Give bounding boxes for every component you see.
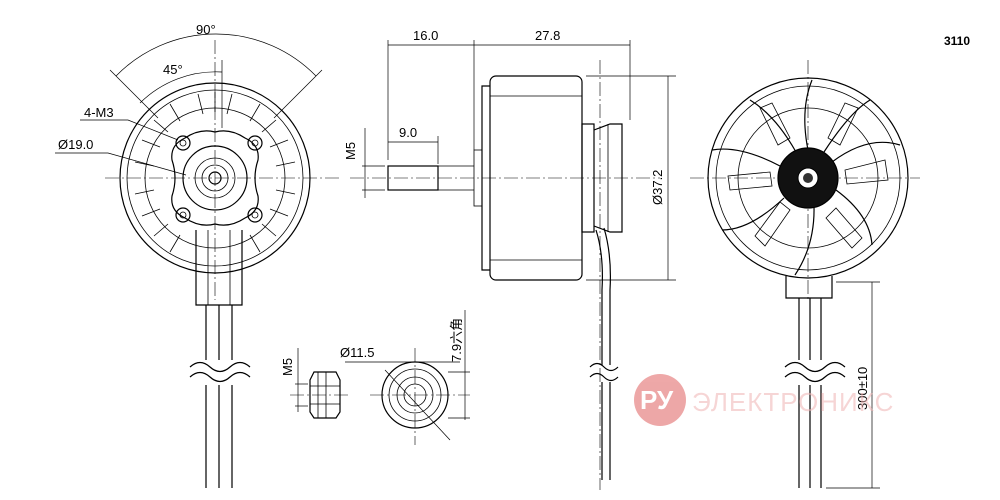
- model-number: 3110: [944, 34, 970, 48]
- m5-side-label: M5: [343, 142, 358, 160]
- front-view-mount: [55, 33, 340, 488]
- cable-length-label: 300±10: [855, 367, 870, 410]
- m5-nut-label: M5: [280, 358, 295, 376]
- prop-nut-detail: [290, 310, 470, 445]
- length-27-8-label: 27.8: [535, 28, 560, 43]
- diameter-19-label: Ø19.0: [58, 137, 93, 152]
- length-9-label: 9.0: [399, 125, 417, 140]
- angle-90-label: 90°: [196, 22, 216, 37]
- holes-label: 4-M3: [84, 105, 114, 120]
- watermark: РУ ЭЛЕКТРОНИКС: [634, 374, 894, 426]
- diameter-11-5-label: Ø11.5: [340, 345, 374, 360]
- watermark-logo-text: РУ: [640, 385, 674, 415]
- length-16-label: 16.0: [413, 28, 438, 43]
- back-view-bell: [690, 60, 920, 489]
- diameter-37-2-label: Ø37.2: [650, 170, 665, 205]
- watermark-logo-circle: [634, 374, 686, 426]
- watermark-text: ЭЛЕКТРОНИКС: [692, 387, 894, 417]
- side-view: [350, 40, 676, 490]
- angle-45-label: 45°: [163, 62, 183, 77]
- hex-7-9-label: 7.9六角: [449, 318, 464, 362]
